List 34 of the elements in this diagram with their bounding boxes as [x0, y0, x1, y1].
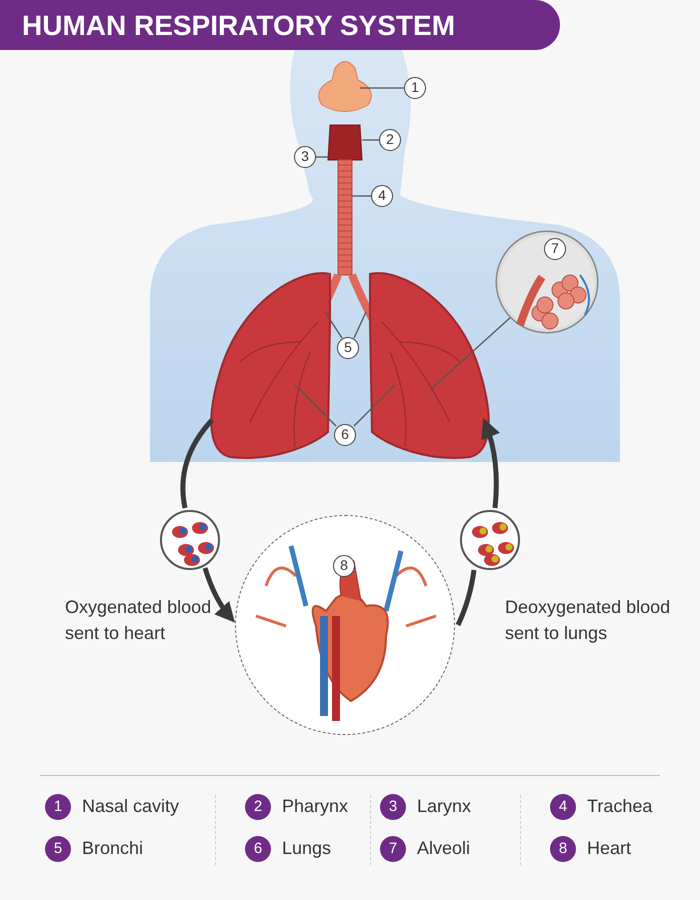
caption-text: Deoxygenated blood sent to lungs	[505, 596, 672, 645]
leader-line	[360, 87, 404, 89]
leader-line	[430, 316, 512, 390]
callout-number: 1	[404, 77, 426, 99]
callout-number: 3	[294, 146, 316, 168]
title-text: HUMAN RESPIRATORY SYSTEM	[22, 10, 456, 42]
leader-line	[294, 384, 336, 426]
label-text: Lungs	[282, 838, 332, 859]
callout-number: 4	[550, 794, 576, 820]
callout-number: 2	[245, 794, 271, 820]
callout-number: 5	[45, 836, 71, 862]
callout-number: 3	[380, 794, 406, 820]
leader-line	[316, 156, 328, 158]
label-text: Pharynx	[282, 796, 348, 817]
curved-arrow	[480, 418, 500, 508]
caption-text: Oxygenated blood sent to heart	[65, 596, 212, 645]
leader-line	[353, 312, 367, 338]
leader-line	[324, 312, 343, 338]
callout-number: 8	[550, 836, 576, 862]
leader-line	[352, 195, 371, 197]
label-text: Alveoli	[417, 838, 470, 859]
callout-number: 8	[333, 555, 355, 577]
label-text: Trachea	[587, 796, 652, 817]
label-text: Heart	[587, 838, 632, 859]
callout-number: 7	[380, 836, 406, 862]
leader-line	[362, 139, 379, 141]
label-text: Larynx	[417, 796, 472, 817]
curved-arrow	[202, 567, 235, 623]
label-text: Bronchi	[82, 838, 144, 859]
label-text: Nasal cavity	[82, 796, 180, 817]
callout-number: 6	[245, 836, 271, 862]
callout-number: 1	[45, 794, 71, 820]
callout-number: 7	[544, 238, 566, 260]
leader-line	[354, 384, 396, 426]
